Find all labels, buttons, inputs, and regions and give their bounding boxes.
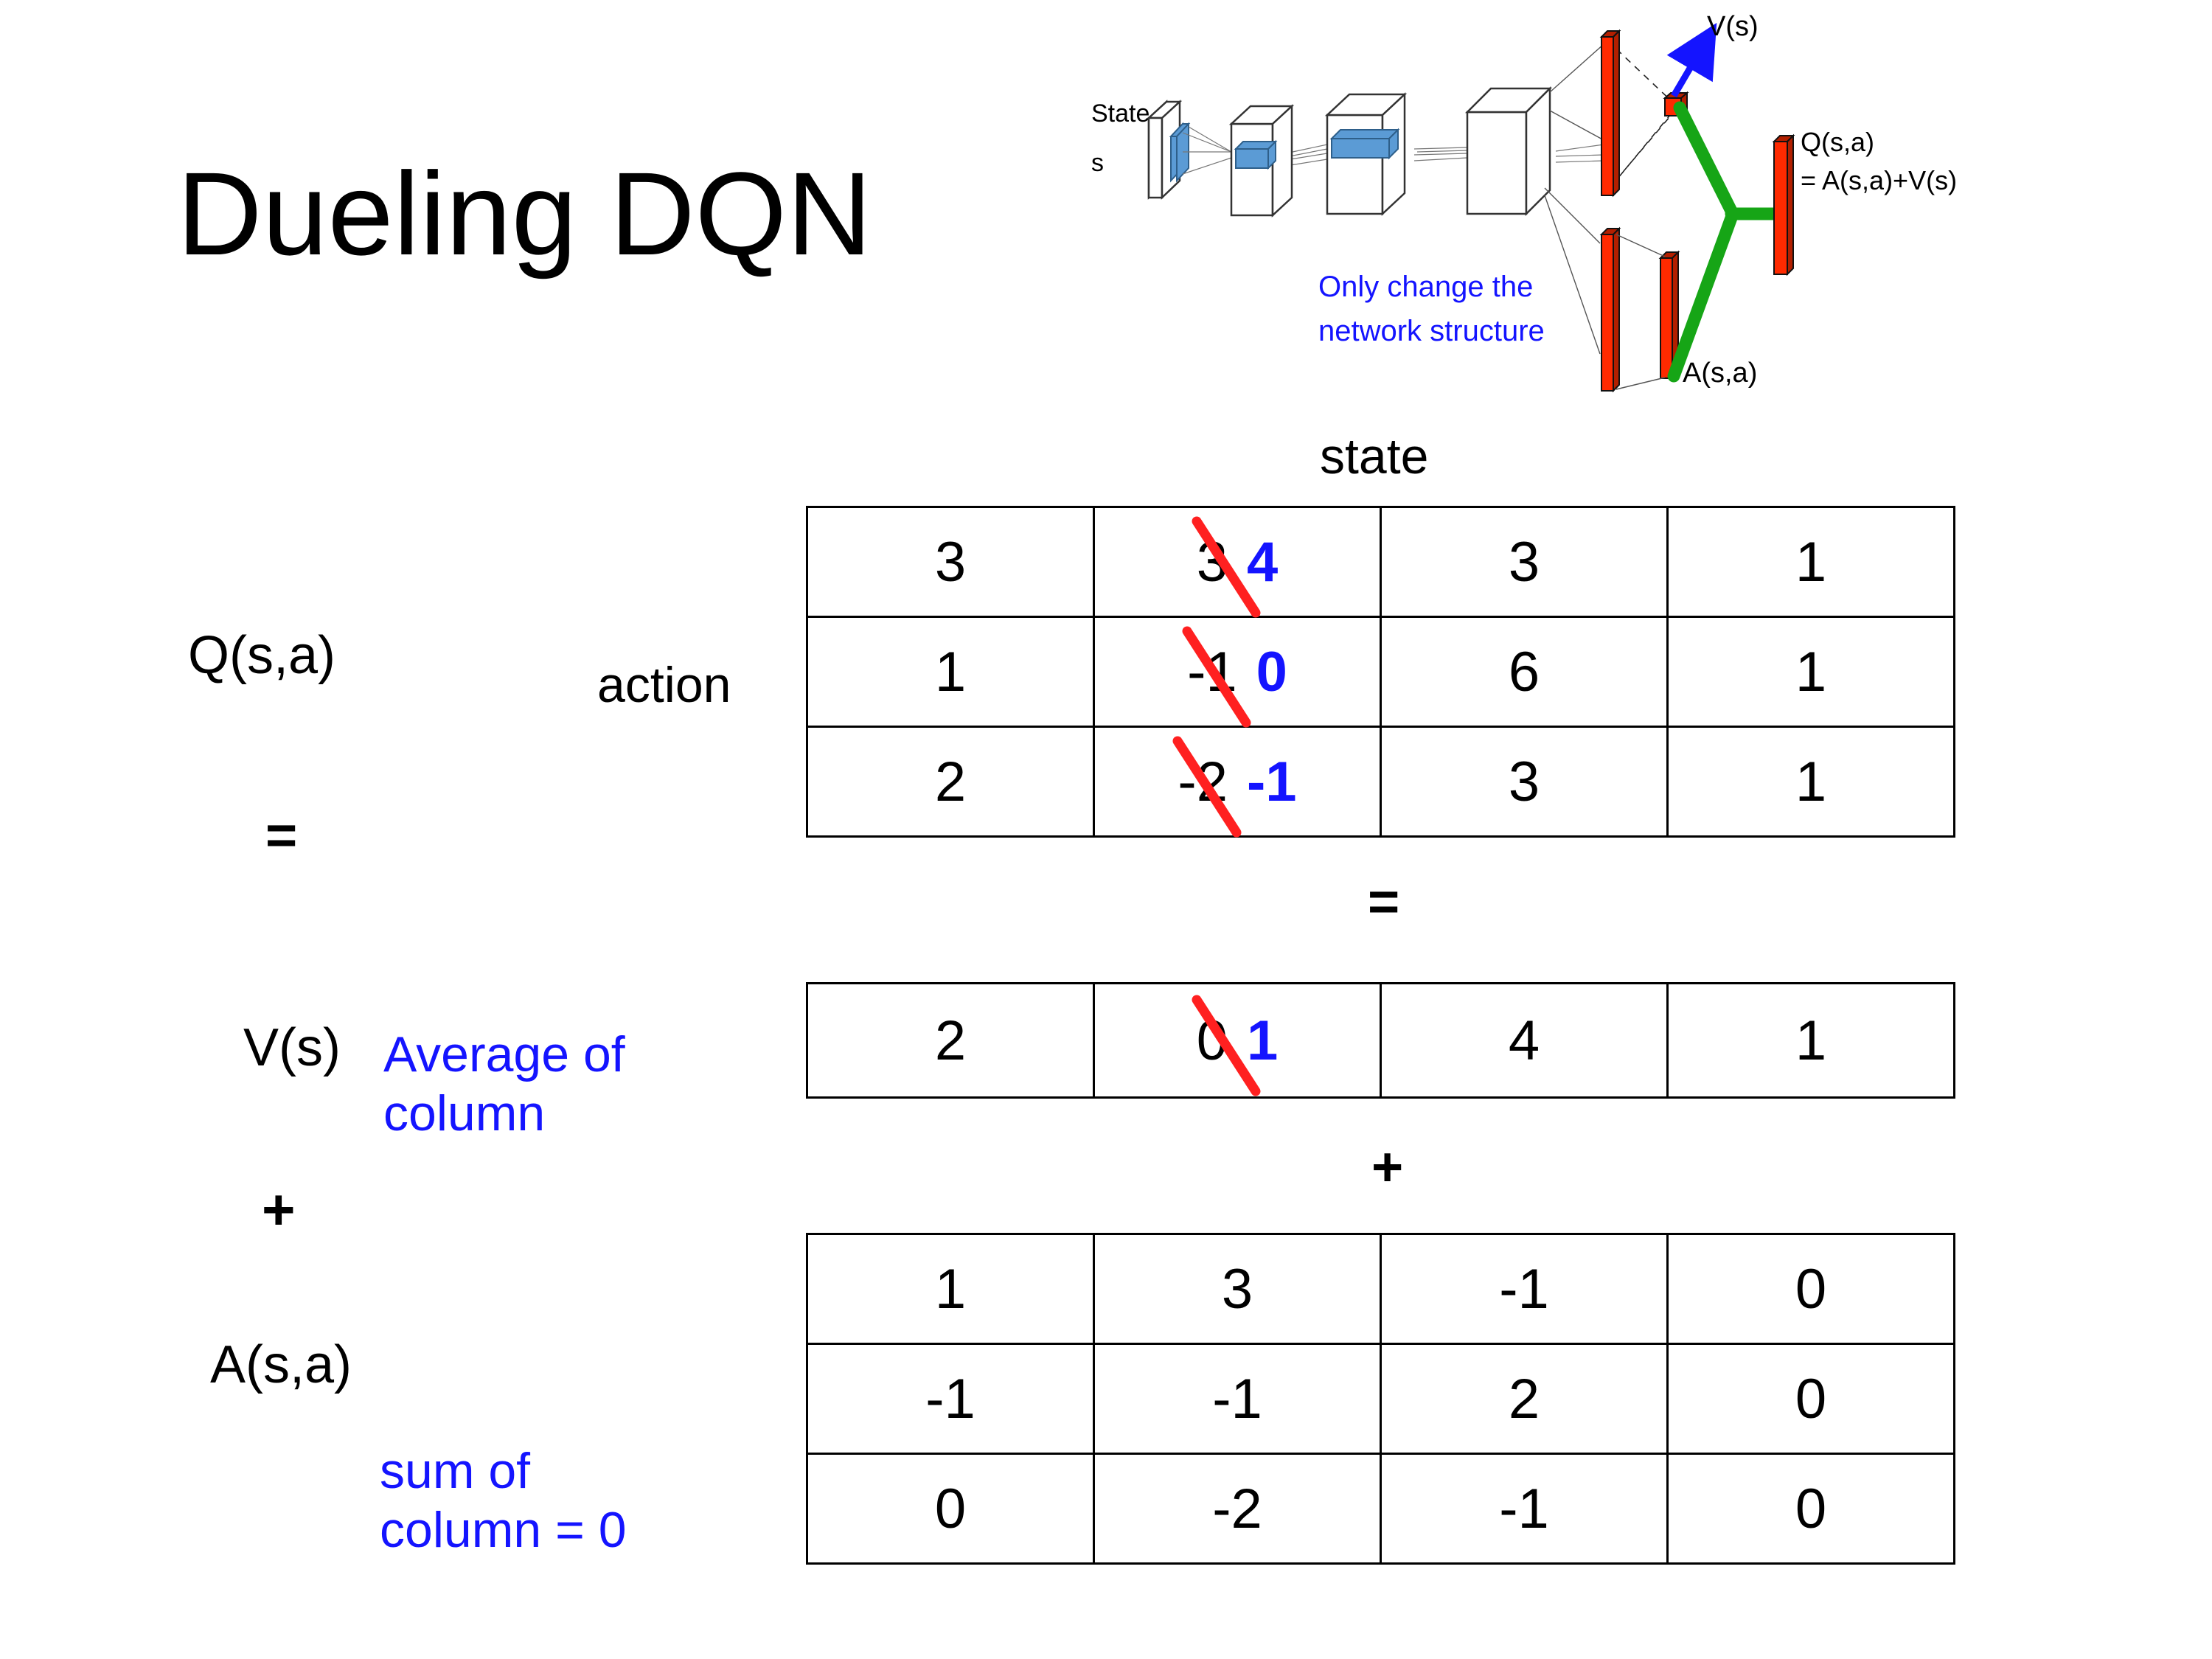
table-cell: 3: [1380, 726, 1669, 838]
cell-value: 0: [934, 1477, 967, 1540]
table-cell: 3: [1380, 506, 1669, 618]
sum-note-line2: column = 0: [380, 1502, 627, 1559]
cell-value: 2: [934, 750, 967, 813]
table-cell: 2: [806, 982, 1095, 1099]
cell-value: 0: [1795, 1257, 1827, 1321]
equals-operator-middle: =: [1368, 871, 1400, 932]
table-cell: 1: [1666, 616, 1955, 728]
cell-value: 2: [1508, 1367, 1540, 1430]
table-cell: 1: [806, 1233, 1095, 1345]
cell-new-value: 0: [1256, 640, 1287, 703]
diagram-q-label-line1: Q(s,a): [1801, 127, 1874, 157]
cell-value: 3: [934, 530, 967, 594]
cell-value: 1: [1795, 750, 1827, 813]
table-cell: 0: [1666, 1233, 1955, 1345]
cell-value: 3: [1508, 530, 1540, 594]
equals-operator-left: =: [265, 804, 298, 866]
cell-value: 1: [934, 640, 967, 703]
cell-value: 1: [1795, 530, 1827, 594]
action-axis-label: action: [597, 657, 731, 713]
diagram-state-label-line2: s: [1091, 149, 1104, 177]
table-cell: 6: [1380, 616, 1669, 728]
average-note-line1: Average of: [383, 1026, 625, 1082]
plus-operator-middle: +: [1371, 1136, 1404, 1197]
cell-value: 6: [1508, 640, 1540, 703]
cell-value: -1: [1499, 1257, 1549, 1321]
cell-value: 1: [1795, 1009, 1827, 1072]
cell-value: -1: [1499, 1477, 1549, 1540]
table-row: 2 -2-1 3 1: [806, 726, 1955, 838]
diagram-note-line1: Only change the: [1318, 271, 1533, 303]
table-cell: -1: [1093, 1343, 1382, 1455]
cell-value: 1: [934, 1257, 967, 1321]
cell-value: 4: [1508, 1009, 1540, 1072]
a-function-label: A(s,a): [210, 1335, 352, 1394]
table-cell: -1: [1380, 1453, 1669, 1565]
q-function-label: Q(s,a): [188, 626, 336, 685]
sum-note-line1: sum of: [380, 1443, 531, 1499]
cell-value: 1: [1795, 640, 1827, 703]
diagram-v-label: V(s): [1707, 11, 1759, 42]
dueling-network-diagram: State s V(s) A(s,a) Q(s,a) = A(s,a)+V(s)…: [1084, 0, 2212, 413]
page-title: Dueling DQN: [177, 147, 872, 279]
table-cell: 3: [1093, 1233, 1382, 1345]
table-cell: -2-1: [1093, 726, 1382, 838]
sum-of-column-note: sum of column = 0: [380, 1441, 793, 1559]
average-note-line2: column: [383, 1085, 546, 1142]
table-cell: 0: [1666, 1343, 1955, 1455]
cell-new-value: 1: [1247, 1009, 1279, 1072]
cell-value: 2: [934, 1009, 967, 1072]
table-row: 0 -2 -1 0: [806, 1453, 1955, 1565]
table-row: 1 3 -1 0: [806, 1233, 1955, 1345]
cell-value: 0: [1795, 1477, 1827, 1540]
diagram-q-label-line2: = A(s,a)+V(s): [1801, 165, 1957, 195]
table-cell: 1: [1666, 506, 1955, 618]
table-cell: 0: [1666, 1453, 1955, 1565]
cell-new-value: -1: [1247, 750, 1297, 813]
table-row: -1 -1 2 0: [806, 1343, 1955, 1455]
cell-value: -1: [1212, 1367, 1262, 1430]
diagram-state-label-line1: State: [1091, 100, 1150, 128]
table-cell: 1: [1666, 982, 1955, 1099]
table-cell: 4: [1380, 982, 1669, 1099]
cell-old-value: 0: [1192, 995, 1261, 1096]
table-cell: 1: [806, 616, 1095, 728]
cell-value: -1: [925, 1367, 975, 1430]
cell-value: 0: [1795, 1367, 1827, 1430]
plus-operator-left: +: [262, 1177, 296, 1242]
table-cell: -2: [1093, 1453, 1382, 1565]
cell-old-value: -1: [1182, 626, 1251, 727]
diagram-a-label: A(s,a): [1683, 358, 1757, 389]
diagram-note-line2: network structure: [1318, 315, 1545, 347]
cell-value: 3: [1221, 1257, 1253, 1321]
v-function-label: V(s): [243, 1018, 341, 1077]
cell-new-value: 4: [1247, 530, 1279, 594]
a-value-table: 1 3 -1 0 -1 -1 2 0 0 -2 -1 0: [806, 1233, 1955, 1565]
table-cell: -1: [1380, 1233, 1669, 1345]
table-cell: -1: [806, 1343, 1095, 1455]
cell-value: -2: [1212, 1477, 1262, 1540]
a-table-grid: 1 3 -1 0 -1 -1 2 0 0 -2 -1 0: [806, 1233, 1955, 1565]
table-cell: 2: [1380, 1343, 1669, 1455]
cell-value: 3: [1508, 750, 1540, 813]
table-cell: 3: [806, 506, 1095, 618]
cell-old-value: 3: [1192, 516, 1261, 617]
state-axis-label: state: [1320, 428, 1429, 484]
cell-old-value: -2: [1172, 736, 1242, 837]
table-cell: 2: [806, 726, 1095, 838]
table-cell: 0: [806, 1453, 1095, 1565]
average-of-column-note: Average of column: [383, 1025, 767, 1143]
table-cell: 1: [1666, 726, 1955, 838]
